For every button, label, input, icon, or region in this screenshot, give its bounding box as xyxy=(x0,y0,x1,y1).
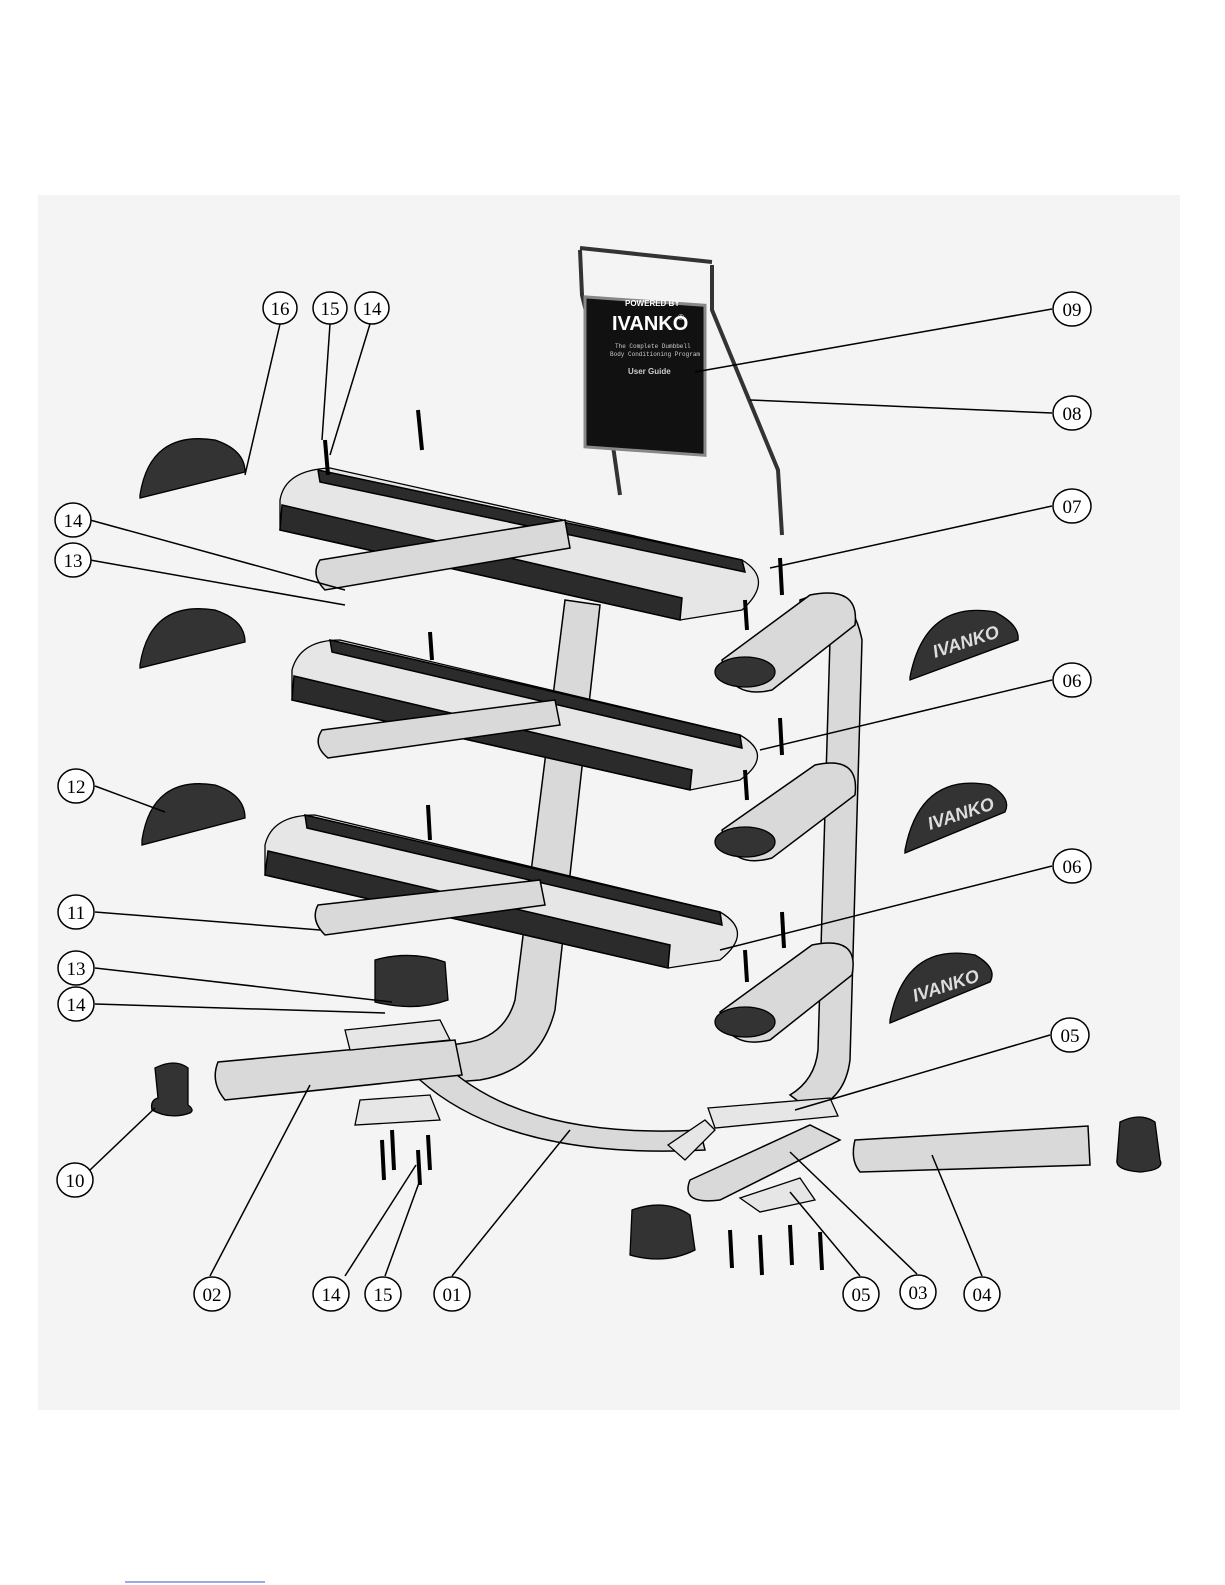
callout-07: 07 xyxy=(1053,489,1091,523)
svg-text:07: 07 xyxy=(1063,497,1082,518)
callout-05: 05 xyxy=(843,1277,879,1311)
svg-text:05: 05 xyxy=(1061,1026,1080,1047)
svg-text:06: 06 xyxy=(1063,671,1082,692)
svg-text:04: 04 xyxy=(973,1285,993,1306)
callout-03: 03 xyxy=(900,1275,936,1309)
svg-text:15: 15 xyxy=(321,299,340,320)
callout-02: 02 xyxy=(194,1277,230,1311)
svg-text:02: 02 xyxy=(203,1285,222,1306)
callout-01: 01 xyxy=(434,1277,470,1311)
svg-text:13: 13 xyxy=(64,551,83,572)
svg-text:®: ® xyxy=(678,313,684,322)
callout-14: 14 xyxy=(355,292,389,324)
svg-text:User Guide: User Guide xyxy=(628,367,671,376)
svg-text:16: 16 xyxy=(271,299,290,320)
svg-text:Body Conditioning Program: Body Conditioning Program xyxy=(610,351,700,358)
svg-text:14: 14 xyxy=(64,511,84,532)
callout-16: 16 xyxy=(263,292,297,324)
callout-06: 06 xyxy=(1053,849,1091,883)
svg-text:POWERED BY: POWERED BY xyxy=(625,299,680,308)
callout-12: 12 xyxy=(58,769,94,803)
callout-08: 08 xyxy=(1053,396,1091,430)
svg-text:15: 15 xyxy=(374,1285,393,1306)
svg-text:09: 09 xyxy=(1063,300,1082,321)
callout-14: 14 xyxy=(313,1277,349,1311)
callout-14: 14 xyxy=(55,503,91,537)
callout-06: 06 xyxy=(1053,663,1091,697)
svg-text:03: 03 xyxy=(909,1283,928,1304)
instruction-sign: POWERED BY IVANKO ® The Complete Dumbbel… xyxy=(585,297,705,455)
callout-11: 11 xyxy=(58,895,94,929)
callout-15: 15 xyxy=(313,292,347,324)
callout-14: 14 xyxy=(58,987,94,1021)
svg-text:08: 08 xyxy=(1063,404,1082,425)
svg-text:13: 13 xyxy=(67,959,86,980)
svg-text:14: 14 xyxy=(67,995,87,1016)
svg-text:14: 14 xyxy=(363,299,383,320)
svg-text:12: 12 xyxy=(67,777,86,798)
svg-text:11: 11 xyxy=(67,903,85,924)
svg-text:05: 05 xyxy=(852,1285,871,1306)
callout-15: 15 xyxy=(365,1277,401,1311)
callout-09: 09 xyxy=(1053,292,1091,326)
callout-05: 05 xyxy=(1051,1018,1089,1052)
svg-text:14: 14 xyxy=(322,1285,342,1306)
svg-text:10: 10 xyxy=(66,1171,85,1192)
svg-text:The Complete Dumbbell: The Complete Dumbbell xyxy=(615,343,691,350)
svg-text:06: 06 xyxy=(1063,857,1082,878)
callout-04: 04 xyxy=(964,1277,1000,1311)
callout-13: 13 xyxy=(58,951,94,985)
svg-text:01: 01 xyxy=(443,1285,462,1306)
callout-13: 13 xyxy=(55,543,91,577)
svg-text:IVANKO: IVANKO xyxy=(612,313,688,335)
callout-10: 10 xyxy=(57,1163,93,1197)
